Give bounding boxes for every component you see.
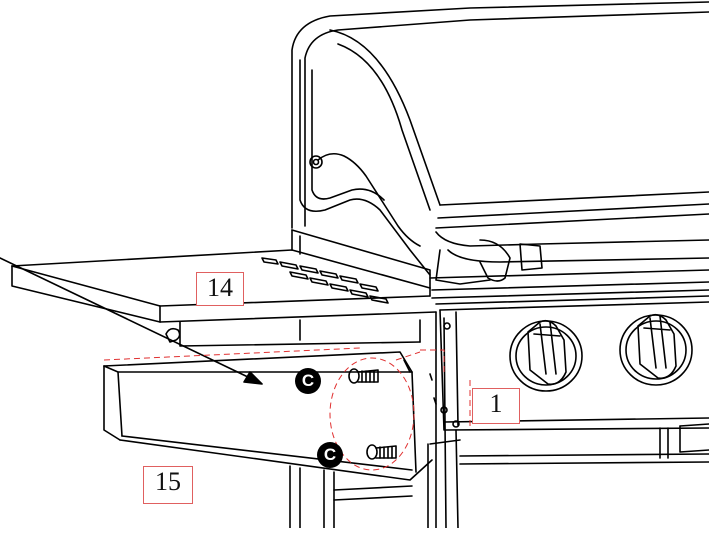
- leader-arrow: [0, 257, 263, 385]
- alignment-guides: [103, 347, 471, 471]
- grill-lid: [291, 1, 709, 276]
- part-number-1: 1: [472, 388, 520, 424]
- part-number-14: 14: [196, 272, 244, 306]
- control-panel: [429, 269, 709, 431]
- control-knob-left: [509, 319, 583, 392]
- screw-upper: [348, 368, 379, 384]
- screw-highlight-ellipse: [329, 357, 415, 471]
- shelf-bracket: [103, 351, 433, 481]
- side-shelf: [11, 229, 437, 347]
- control-knob-right: [619, 313, 693, 386]
- screw-badge-upper: C: [295, 368, 321, 394]
- lid-handle: [435, 231, 709, 285]
- cart-frame: [289, 311, 709, 529]
- screw-lower: [366, 444, 397, 460]
- screw-badge-lower: C: [317, 442, 343, 468]
- part-number-15: 15: [143, 466, 193, 504]
